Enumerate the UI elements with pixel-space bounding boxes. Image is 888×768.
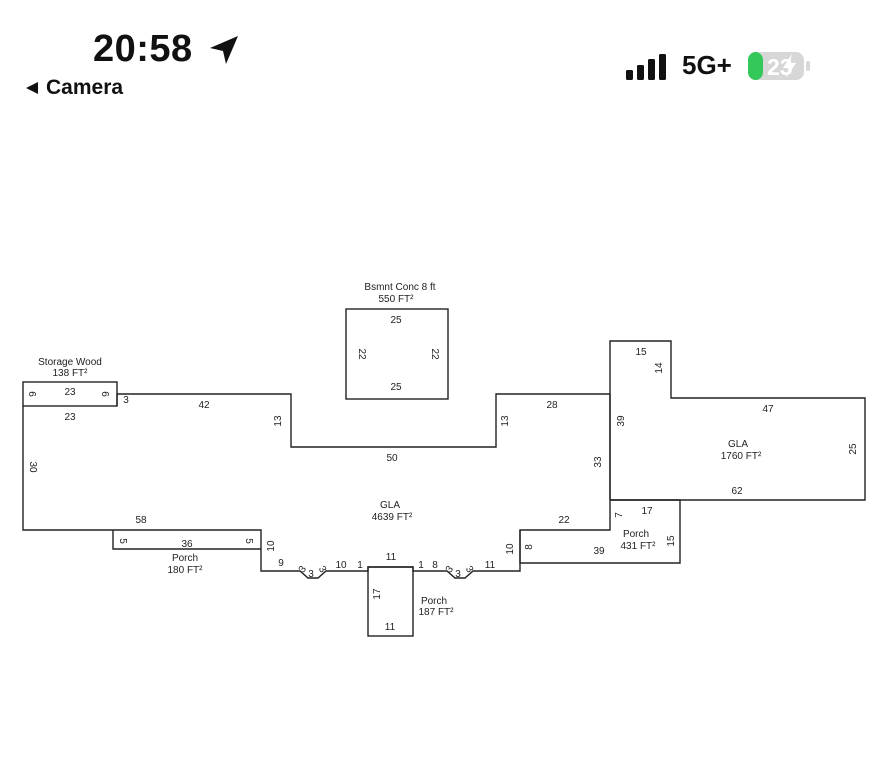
dim-label: 22 bbox=[356, 348, 367, 360]
dim-label: 17 bbox=[641, 506, 653, 517]
basement-name: Bsmnt Conc 8 ft bbox=[364, 282, 435, 293]
dim-label: 3 bbox=[444, 564, 456, 575]
signal-bars-icon bbox=[626, 54, 666, 80]
dim-label: 11 bbox=[386, 552, 397, 563]
dim-label: 23 bbox=[64, 412, 76, 423]
dim-label: 8 bbox=[524, 544, 535, 550]
dim-label: 10 bbox=[505, 543, 516, 555]
dim-label: 36 bbox=[181, 539, 193, 550]
dim-label: 1 bbox=[418, 560, 424, 571]
dim-label: 23 bbox=[64, 387, 76, 398]
dim-label: 5 bbox=[117, 538, 128, 544]
dim-label: 42 bbox=[198, 400, 210, 411]
dim-label: 28 bbox=[546, 400, 558, 411]
dim-label: 13 bbox=[500, 415, 511, 427]
dim-label: 5 bbox=[243, 538, 254, 544]
right-porch-outline bbox=[519, 499, 681, 564]
dim-label: 7 bbox=[614, 512, 625, 518]
network-type: 5G+ bbox=[682, 50, 732, 80]
dim-label: 22 bbox=[429, 348, 440, 360]
dim-label: 3 bbox=[308, 569, 314, 580]
dim-label: 13 bbox=[273, 415, 284, 427]
dim-label: 15 bbox=[666, 535, 677, 547]
battery-charging-icon: 23 bbox=[748, 52, 810, 80]
dim-label: 33 bbox=[593, 456, 604, 468]
storage-name: Storage Wood bbox=[38, 357, 102, 368]
dim-label: 39 bbox=[593, 546, 605, 557]
center-porch-size: 187 FT² bbox=[418, 607, 454, 618]
dim-label: 25 bbox=[390, 382, 402, 393]
dim-label: 3 bbox=[455, 569, 461, 580]
left-porch-outline bbox=[112, 530, 261, 550]
dim-label: 15 bbox=[635, 347, 647, 358]
dim-label: 3 bbox=[297, 564, 309, 575]
status-time: 20:58 bbox=[93, 28, 193, 70]
dim-label: 3 bbox=[123, 395, 129, 406]
right-porch-size: 431 FT² bbox=[620, 541, 656, 552]
dim-label: 25 bbox=[848, 443, 859, 455]
center-porch-name: Porch bbox=[421, 596, 447, 607]
left-porch-name: Porch bbox=[172, 553, 198, 564]
basement-size: 550 FT² bbox=[378, 294, 414, 305]
right-gla-outline bbox=[609, 340, 866, 501]
dim-label: 62 bbox=[731, 486, 743, 497]
back-to-camera-link[interactable]: Camera bbox=[24, 76, 123, 100]
dim-label: 8 bbox=[432, 560, 438, 571]
dim-label: 50 bbox=[386, 453, 398, 464]
right-gla-size: 1760 FT² bbox=[721, 451, 762, 462]
main-gla-name: GLA bbox=[380, 500, 400, 511]
storage-size: 138 FT² bbox=[52, 368, 88, 379]
dim-label: 3 bbox=[316, 564, 328, 575]
dim-label: 3 bbox=[463, 564, 475, 575]
dim-label: 6 bbox=[99, 391, 110, 397]
dim-label: 47 bbox=[762, 404, 774, 415]
dim-label: 30 bbox=[27, 461, 38, 473]
right-gla-name: GLA bbox=[728, 439, 748, 450]
status-bar: 20:58 Camera 5G+ 23 bbox=[0, 0, 888, 110]
dim-label: 17 bbox=[372, 588, 383, 600]
back-label: Camera bbox=[46, 76, 124, 99]
right-porch-name: Porch bbox=[623, 529, 649, 540]
dim-label: 11 bbox=[385, 622, 396, 633]
dim-label: 25 bbox=[390, 315, 402, 326]
dim-label: 10 bbox=[266, 540, 277, 552]
main-gla-outline bbox=[22, 393, 611, 579]
main-gla-size: 4639 FT² bbox=[372, 512, 413, 523]
dim-label: 9 bbox=[278, 558, 284, 569]
dim-label: 39 bbox=[616, 415, 627, 427]
center-porch-outline bbox=[367, 566, 414, 637]
dim-label: 1 bbox=[357, 560, 363, 571]
dim-label: 6 bbox=[26, 391, 37, 397]
dim-label: 14 bbox=[654, 362, 665, 374]
dim-label: 58 bbox=[135, 515, 147, 526]
dim-label: 22 bbox=[558, 515, 570, 526]
back-triangle-icon bbox=[26, 82, 38, 94]
dim-label: 11 bbox=[485, 560, 496, 571]
location-arrow-icon bbox=[210, 36, 238, 64]
dim-label: 10 bbox=[335, 560, 347, 571]
left-porch-size: 180 FT² bbox=[167, 565, 203, 576]
basement-outline bbox=[345, 308, 449, 400]
